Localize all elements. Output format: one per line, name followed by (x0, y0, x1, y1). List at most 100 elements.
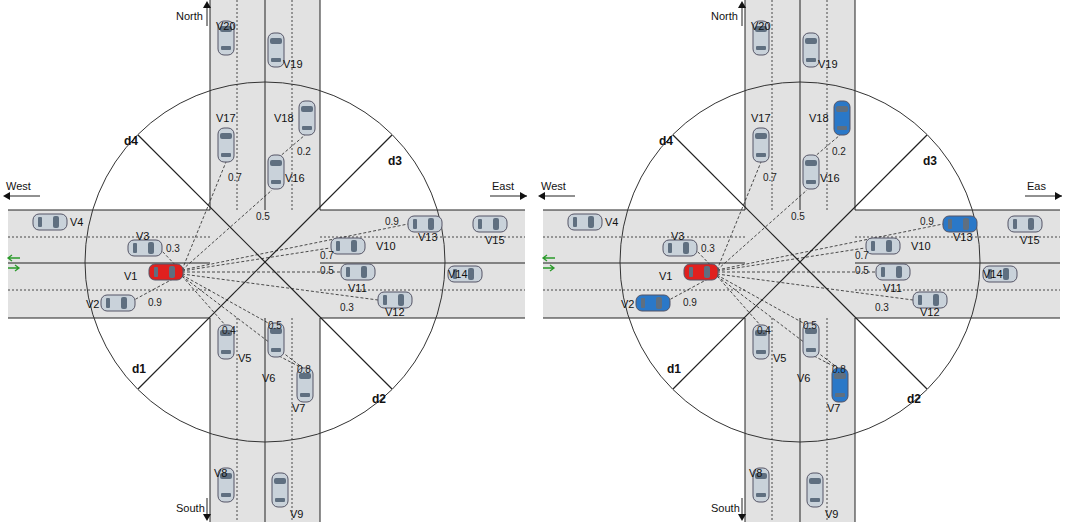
vehicle-label: V14 (448, 268, 468, 280)
lane-arrow (543, 265, 554, 271)
weight-label: 0.5 (320, 265, 334, 277)
car-window (154, 267, 158, 277)
car-window (805, 38, 817, 44)
lane (543, 290, 745, 291)
vehicle-label: V2 (86, 298, 99, 310)
car-window (53, 216, 59, 228)
vehicle-label: V17 (751, 112, 771, 124)
direction-label: West (541, 180, 566, 192)
car-window (271, 180, 281, 184)
sector-label: d1 (667, 363, 681, 375)
weight-label: 0.3 (875, 302, 889, 314)
direction-label: South (176, 502, 205, 514)
divider (320, 263, 525, 264)
car-window (271, 348, 281, 352)
weight-label: 0.7 (320, 250, 334, 262)
road-edge (855, 318, 1060, 319)
car-window (220, 133, 232, 139)
vehicle-label: V8 (749, 467, 762, 479)
divider (855, 263, 1060, 264)
car (331, 238, 365, 254)
link-line (182, 275, 270, 324)
car-window (121, 297, 127, 309)
weight-label: 0.5 (791, 211, 805, 223)
car-window (468, 268, 474, 280)
vehicle-label: V8 (214, 467, 227, 479)
car (218, 128, 234, 162)
vehicle-label: V3 (136, 230, 149, 242)
vehicle-label: V10 (911, 240, 931, 252)
car-window (221, 493, 231, 497)
link-line (717, 276, 761, 326)
car-window (478, 219, 482, 229)
car (807, 473, 823, 507)
sector-line (138, 135, 392, 389)
divider (800, 318, 801, 522)
car-window (221, 153, 231, 157)
car-window (656, 297, 662, 309)
vehicle-label: V9 (825, 508, 838, 520)
sector-label: d2 (907, 393, 921, 405)
car (983, 266, 1017, 282)
link-line (717, 162, 761, 270)
sector-label: d2 (372, 393, 386, 405)
link-line (182, 248, 330, 271)
car-window (270, 160, 282, 166)
vehicle-label: V13 (953, 231, 973, 243)
weight-label: 0.3 (340, 302, 354, 314)
car-window (704, 266, 710, 278)
link-line (717, 190, 807, 270)
direction-label: West (6, 180, 31, 192)
weight-label: 0.5 (855, 265, 869, 277)
car (448, 266, 482, 282)
vehicle-label: V7 (827, 402, 840, 414)
divider (543, 263, 745, 264)
road-edge (855, 210, 1060, 211)
weight-label: 0.7 (228, 172, 242, 184)
lane-arrow (543, 255, 555, 261)
road-edge (8, 318, 210, 319)
car-window (274, 478, 286, 484)
car-window (948, 219, 952, 229)
link-line (182, 276, 303, 368)
road-edge (210, 318, 211, 522)
car-window (169, 266, 175, 278)
vehicle-label: V17 (216, 112, 236, 124)
car-window (1013, 219, 1017, 229)
car-window (398, 294, 404, 306)
car-window (351, 240, 357, 252)
car-window (106, 298, 110, 308)
vehicle-label: V3 (671, 230, 684, 242)
link-line (182, 272, 340, 273)
car (1008, 216, 1042, 232)
zone-circle (85, 82, 445, 442)
weight-label: 0.9 (385, 216, 399, 228)
road-edge (320, 210, 525, 211)
vehicle-label: V18 (809, 112, 829, 124)
car-window (221, 46, 231, 50)
weight-label: 0.5 (256, 211, 270, 223)
arrowhead (538, 192, 545, 200)
arrowhead (738, 1, 746, 8)
car-window (275, 498, 285, 502)
weight-label: 0.9 (920, 216, 934, 228)
car-window (756, 493, 766, 497)
weight-label: 0.4 (222, 325, 236, 337)
car-window (588, 216, 594, 228)
car (753, 128, 769, 162)
divider (800, 0, 801, 210)
vehicle-label: V7 (292, 402, 305, 414)
vehicle-label: V5 (238, 352, 251, 364)
lane (8, 237, 210, 238)
lane (543, 237, 745, 238)
car-window (493, 218, 499, 230)
car (913, 292, 947, 308)
car-window (755, 133, 767, 139)
link-line (717, 275, 805, 324)
car (128, 240, 162, 256)
lane (827, 318, 828, 522)
car-window (963, 218, 969, 230)
road-edge (855, 318, 856, 522)
vehicle-label: V10 (376, 240, 396, 252)
car (268, 33, 284, 67)
